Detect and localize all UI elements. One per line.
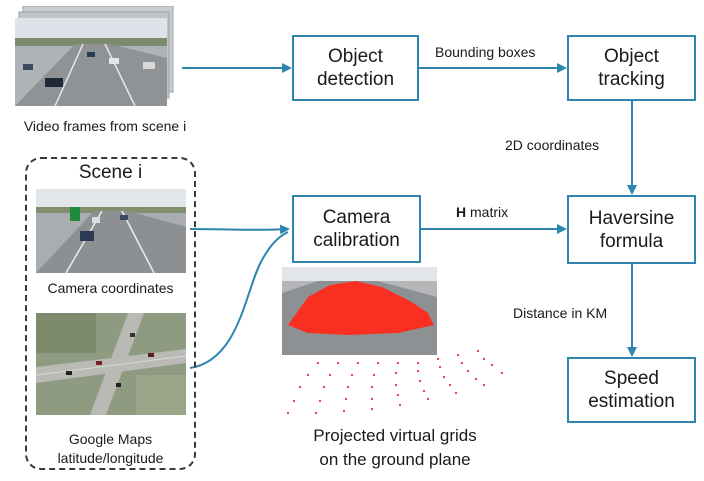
h-matrix-text: matrix	[466, 204, 509, 220]
red-grid-region	[288, 281, 434, 335]
caption-google-maps-line1: Google Maps	[68, 431, 153, 447]
caption-video-frames: Video frames from scene i	[23, 118, 187, 134]
node-label-line: Speed	[604, 368, 659, 389]
node-label-line: Object	[328, 46, 383, 67]
node-label-line: calibration	[313, 230, 400, 251]
video-frames-stack	[15, 5, 187, 114]
node-label-line: Haversine	[588, 207, 675, 229]
edge-label-distance-km: Distance in KM	[513, 305, 608, 321]
caption-google-maps: Google Maps latitude/longitude	[25, 430, 196, 468]
h-matrix-symbol: H	[456, 204, 467, 220]
node-label-line: Object	[604, 46, 659, 67]
edge-maps-to-calibration	[189, 231, 289, 369]
google-maps-image	[36, 313, 186, 415]
caption-camera-coordinates: Camera coordinates	[47, 280, 174, 296]
camera-view-image	[36, 189, 186, 273]
node-label-line: formula	[599, 230, 664, 252]
video-frames-image	[15, 5, 174, 107]
edge-label-2d-coordinates: 2D coordinates	[505, 137, 600, 153]
caption-projected-grids-line1: Projected virtual grids	[313, 426, 477, 445]
caption-projected-grids-line2: on the ground plane	[319, 450, 471, 469]
node-label-line: tracking	[598, 69, 665, 90]
grid-points	[286, 349, 504, 415]
caption-projected-grids: Projected virtual grids on the ground pl…	[270, 424, 520, 472]
projected-grid-image	[278, 267, 510, 417]
node-label-line: detection	[316, 69, 395, 90]
edge-label-h-matrix: H matrix	[456, 204, 508, 220]
scene-panel	[25, 157, 196, 470]
node-label-line: Camera	[322, 207, 391, 228]
edge-label-bounding-boxes: Bounding boxes	[435, 44, 536, 60]
edge-camera-to-calibration	[189, 224, 290, 235]
scene-title: Scene i	[78, 162, 143, 183]
node-label-line: estimation	[588, 391, 675, 412]
caption-google-maps-line2: latitude/longitude	[57, 450, 164, 466]
